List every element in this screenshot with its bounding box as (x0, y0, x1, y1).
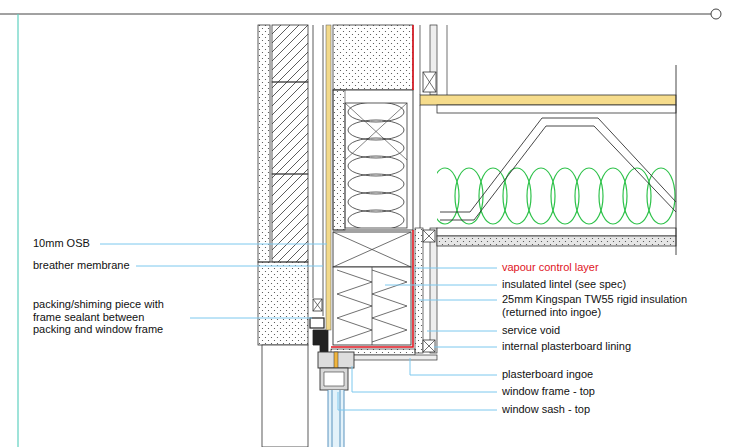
callout-label: 10mm OSB (33, 237, 90, 250)
packing-piece (310, 318, 324, 328)
leader-line (136, 266, 323, 267)
osb-sheathing (326, 25, 331, 330)
batten-cross (423, 230, 435, 242)
top-chord (437, 105, 676, 113)
leader-line (190, 318, 312, 319)
leader-line (338, 392, 497, 410)
insulation-loop (348, 192, 404, 212)
brick-course (272, 82, 308, 174)
callout-label: packing/shiming piece with frame sealant… (33, 298, 183, 336)
callout-label: plasterboard ingoe (502, 368, 593, 381)
leader-line (410, 358, 497, 375)
external-lintel (258, 262, 308, 345)
callout-label: insulated lintel (see spec) (502, 278, 626, 291)
wall-line (420, 25, 447, 95)
batten (423, 230, 435, 242)
leader-line (434, 347, 497, 348)
sheet-margin (17, 14, 18, 447)
ceiling-board (437, 236, 676, 246)
insulation-loop (348, 156, 404, 176)
ceiling-stipple (437, 236, 676, 246)
sash-profile (324, 372, 344, 386)
sheet-marker (711, 9, 721, 19)
insulation-loop (348, 120, 404, 140)
insulation-loop (348, 138, 404, 158)
breather-membrane (323, 25, 324, 316)
leader-line (352, 366, 497, 392)
rim-line (420, 105, 421, 228)
kingspan-insulation (415, 228, 423, 353)
leader-line (100, 244, 327, 245)
insulation-loop (348, 174, 404, 194)
sheet-border (0, 14, 711, 15)
callout-label: breather membrane (33, 259, 130, 272)
window-sash (320, 368, 348, 390)
callout-label: window frame - top (502, 385, 595, 398)
bottom-chord (437, 228, 676, 236)
brick-course (272, 25, 308, 82)
batten-cross (423, 72, 436, 92)
leader-line (414, 268, 497, 269)
insulation-loop (437, 168, 459, 224)
callout-label: window sash - top (502, 403, 590, 416)
brick-course (272, 174, 308, 262)
stud-insulation (333, 90, 345, 230)
plasterboard-lining (430, 228, 437, 353)
floor-deck (420, 95, 676, 105)
glass-pane (328, 390, 344, 447)
timber-cross (333, 232, 411, 267)
cavity-closer-cross (313, 299, 322, 311)
batten-cross (423, 340, 435, 352)
cavity-line (313, 25, 314, 298)
break-line (676, 65, 677, 255)
callout-label: 25mm Kingspan TW55 rigid insulation (ret… (502, 293, 707, 318)
stud-zone (333, 90, 413, 230)
insulated-lintel (333, 267, 411, 345)
quilt-insulation (345, 103, 407, 228)
reveal (262, 345, 308, 447)
frame-seal (334, 352, 338, 368)
insulation-loop (348, 103, 404, 122)
vapour-control-layer (331, 25, 413, 347)
rigid-insulation (333, 25, 413, 90)
window-frame (318, 352, 354, 368)
metal-web (440, 118, 676, 220)
batten (423, 72, 436, 92)
callout-label: internal plasterboard lining (502, 340, 631, 353)
render-layer (258, 25, 270, 262)
insulation-cross (345, 103, 407, 160)
insulation-outline (345, 103, 407, 228)
lintel-hatch (337, 267, 407, 345)
leader-line (419, 300, 497, 301)
callout-label: service void (502, 324, 560, 337)
frame-sealant (313, 330, 328, 352)
batten (423, 340, 435, 352)
leader-line (385, 285, 497, 286)
cavity-closer (313, 299, 322, 311)
leader-line (427, 331, 497, 332)
lintel-timber (333, 232, 411, 267)
floor-insulation (437, 168, 675, 224)
callout-label: vapour control layer (502, 261, 599, 274)
glazing (328, 390, 344, 447)
insulation-loop (348, 210, 404, 228)
